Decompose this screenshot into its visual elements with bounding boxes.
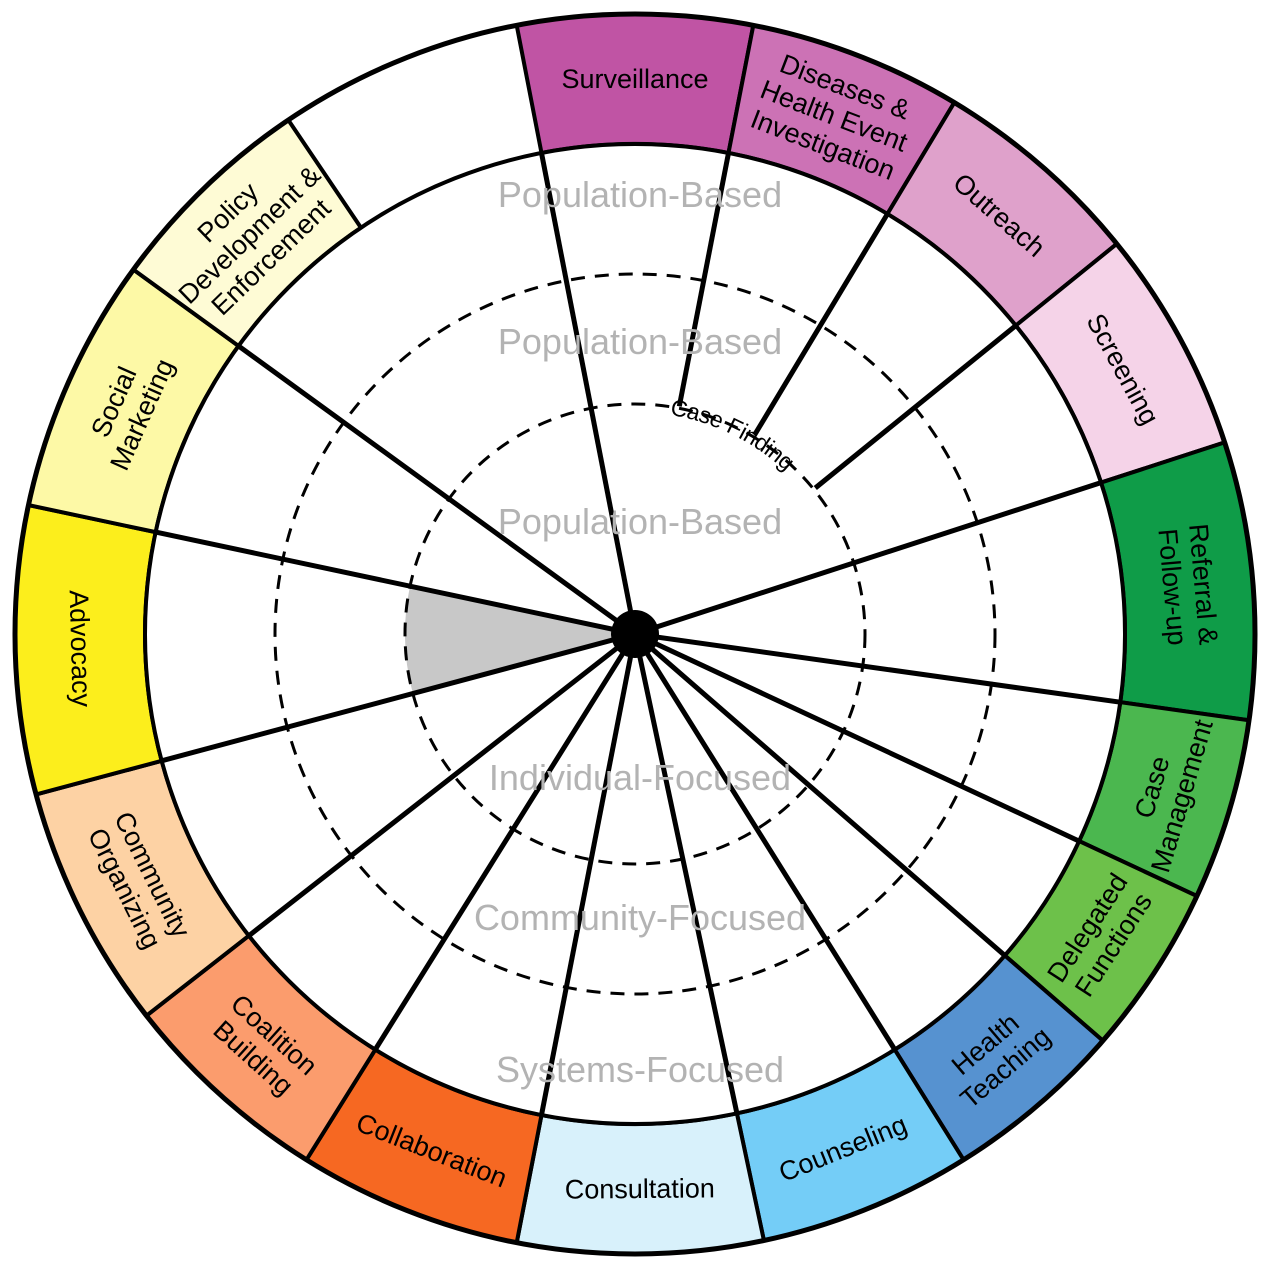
- spoke-line: [634, 631, 1121, 705]
- level-label-systems: Systems-Focused: [496, 1049, 784, 1090]
- spoke-line: [752, 212, 890, 437]
- label-advocacy: Advocacy: [64, 590, 97, 708]
- highlight-wedge: [405, 586, 635, 694]
- spoke-line: [373, 632, 638, 1051]
- label-surveillance: Surveillance: [561, 64, 708, 94]
- level-label-individual: Individual-Focused: [489, 757, 791, 798]
- label-consultation: Consultation: [565, 1173, 715, 1204]
- spoke-line: [634, 480, 1102, 637]
- label-line: Consultation: [565, 1173, 715, 1204]
- spoke-line: [632, 632, 897, 1051]
- spoke-line: [676, 152, 731, 407]
- spoke-line: [633, 631, 1081, 844]
- label-line: Advocacy: [64, 590, 97, 708]
- spoke-line: [632, 633, 740, 1114]
- outer-ring-border: [12, 11, 1258, 1257]
- outer-dashed-ring: [273, 272, 997, 996]
- spoke-line: [161, 631, 636, 764]
- spoke-line: [247, 632, 637, 938]
- spoke-line: [633, 632, 1007, 958]
- spoke-line: [539, 633, 638, 1116]
- level-label-community: Community-Focused: [474, 897, 806, 938]
- spoke-line: [813, 323, 1018, 490]
- level-label-population-middle: Population-Based: [498, 321, 782, 362]
- spoke-line: [155, 529, 636, 637]
- center-hub: [611, 610, 659, 658]
- level-label-population-outer: Population-Based: [498, 174, 782, 215]
- spoke-line: [539, 152, 638, 635]
- inner-dashed-ring: [403, 402, 867, 866]
- label-referral-follow-up: Referral &Follow-up: [1152, 522, 1223, 648]
- spoke-line: [237, 343, 637, 637]
- label-line: Surveillance: [561, 64, 708, 94]
- level-label-population-inner: Population-Based: [498, 501, 782, 542]
